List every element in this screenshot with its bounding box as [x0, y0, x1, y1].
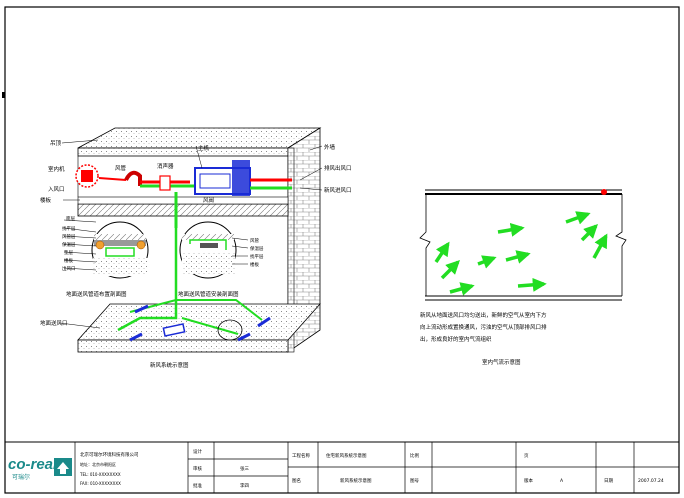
company-logo: co-real 可瑞尔 [8, 456, 72, 481]
exhaust-point-icon [601, 189, 607, 195]
detail-circle-right [179, 221, 237, 279]
svg-text:出风口: 出风口 [62, 265, 76, 272]
svg-text:2007.07.24: 2007.07.24 [638, 478, 664, 484]
svg-text:TEL: 010-XXXXXXXX: TEL: 010-XXXXXXXX [79, 472, 121, 477]
svg-text:版本: 版本 [524, 477, 533, 484]
svg-text:楼板: 楼板 [250, 261, 259, 268]
svg-text:楼板: 楼板 [64, 257, 73, 264]
svg-text:保温层: 保温层 [62, 241, 76, 248]
label-external-wall: 外墙 [324, 143, 336, 151]
svg-text:日期: 日期 [604, 478, 613, 484]
svg-text:北京可瑞尔环境科技有限公司: 北京可瑞尔环境科技有限公司 [80, 451, 139, 458]
label-ceiling: 吊顶 [50, 140, 62, 147]
svg-text:面层: 面层 [66, 216, 75, 222]
svg-text:地址：北京市朝阳区: 地址：北京市朝阳区 [80, 461, 116, 467]
svg-text:审核: 审核 [193, 465, 202, 472]
room-airflow-section [419, 189, 627, 301]
svg-text:垫层: 垫层 [64, 249, 73, 256]
svg-text:李四: 李四 [240, 482, 249, 489]
label-floor-outlet: 地面送风口 [40, 319, 68, 327]
sign-column: 设计 审核 批准 张三 李四 [193, 448, 249, 489]
svg-text:张三: 张三 [240, 465, 249, 472]
company-info: 北京可瑞尔环境科技有限公司 地址：北京市朝阳区 TEL: 010-XXXXXXX… [79, 451, 139, 486]
left-labels: 吊顶 室内机 入风口 楼板 外墙 排风出风口 新风进风口 主机 风管 消声器 风… [40, 140, 352, 327]
svg-text:FAX: 010-XXXXXXXX: FAX: 010-XXXXXXXX [80, 481, 121, 486]
svg-text:图名: 图名 [292, 477, 301, 484]
floor-layer-labels-right: 风管 保温层 找平层 楼板 [250, 237, 264, 268]
svg-text:找平层: 找平层 [62, 225, 76, 232]
label-floor-slab: 楼板 [40, 196, 52, 204]
label-duct-a: 风管 [115, 164, 127, 172]
sheet-border [4, 6, 680, 494]
detail-circle-left [91, 221, 149, 279]
svg-text:出，形成良好的室内气流组织: 出，形成良好的室内气流组织 [420, 335, 492, 343]
title-block [5, 441, 679, 493]
svg-text:比例: 比例 [410, 452, 419, 459]
svg-text:住宅新风系统示意图: 住宅新风系统示意图 [326, 452, 367, 459]
svg-text:新风系统示意图: 新风系统示意图 [340, 477, 372, 484]
leader-lines [59, 139, 323, 329]
right-caption: 室内气流示意图 [482, 358, 521, 366]
svg-text:图号: 图号 [410, 478, 419, 484]
floor-duct-system [117, 228, 271, 342]
project-info: 工程名称 住宅新风系统示意图 图名 新风系统示意图 比例 图号 页 版本 A 日… [292, 452, 664, 484]
label-host: 主机 [198, 144, 210, 152]
logo-text: co-real [8, 456, 58, 473]
svg-text:向上流动形成置换通风，污浊的空气从顶部排风口排: 向上流动形成置换通风，污浊的空气从顶部排风口排 [420, 323, 547, 331]
svg-text:风管层: 风管层 [62, 233, 76, 240]
label-exhaust-outlet: 排风出风口 [324, 164, 352, 172]
detail-title-left: 地面送风管道布置剖面图 [66, 290, 127, 298]
svg-text:找平层: 找平层 [250, 253, 264, 260]
floor-layer-labels-left: 面层 找平层 风管层 保温层 垫层 楼板 出风口 [62, 216, 76, 272]
upper-duct-system [75, 145, 292, 228]
svg-text:批准: 批准 [193, 482, 202, 489]
svg-text:保温层: 保温层 [250, 245, 264, 252]
label-fresh-inlet: 新风进风口 [324, 186, 352, 194]
logo-sub: 可瑞尔 [12, 473, 30, 481]
label-indoor-unit: 室内机 [48, 165, 65, 173]
svg-text:风管: 风管 [250, 237, 259, 244]
label-room-in: 入风口 [48, 186, 65, 193]
airflow-arrows [434, 211, 608, 296]
label-duct-b: 消声器 [157, 162, 174, 170]
label-valve: 风阀 [203, 196, 214, 204]
svg-text:新风从地面送风口均匀送出，新鲜的空气从室内下方: 新风从地面送风口均匀送出，新鲜的空气从室内下方 [420, 311, 547, 319]
svg-text:设计: 设计 [193, 448, 202, 455]
svg-text:A: A [560, 478, 564, 484]
left-caption: 新风系统示意图 [150, 361, 189, 369]
svg-text:页: 页 [524, 453, 529, 459]
right-note: 新风从地面送风口均匀送出，新鲜的空气从室内下方 向上流动形成置换通风，污浊的空气… [420, 311, 547, 343]
svg-text:工程名称: 工程名称 [292, 452, 310, 459]
detail-title-right: 地面送风管道安装剖面图 [178, 290, 239, 298]
